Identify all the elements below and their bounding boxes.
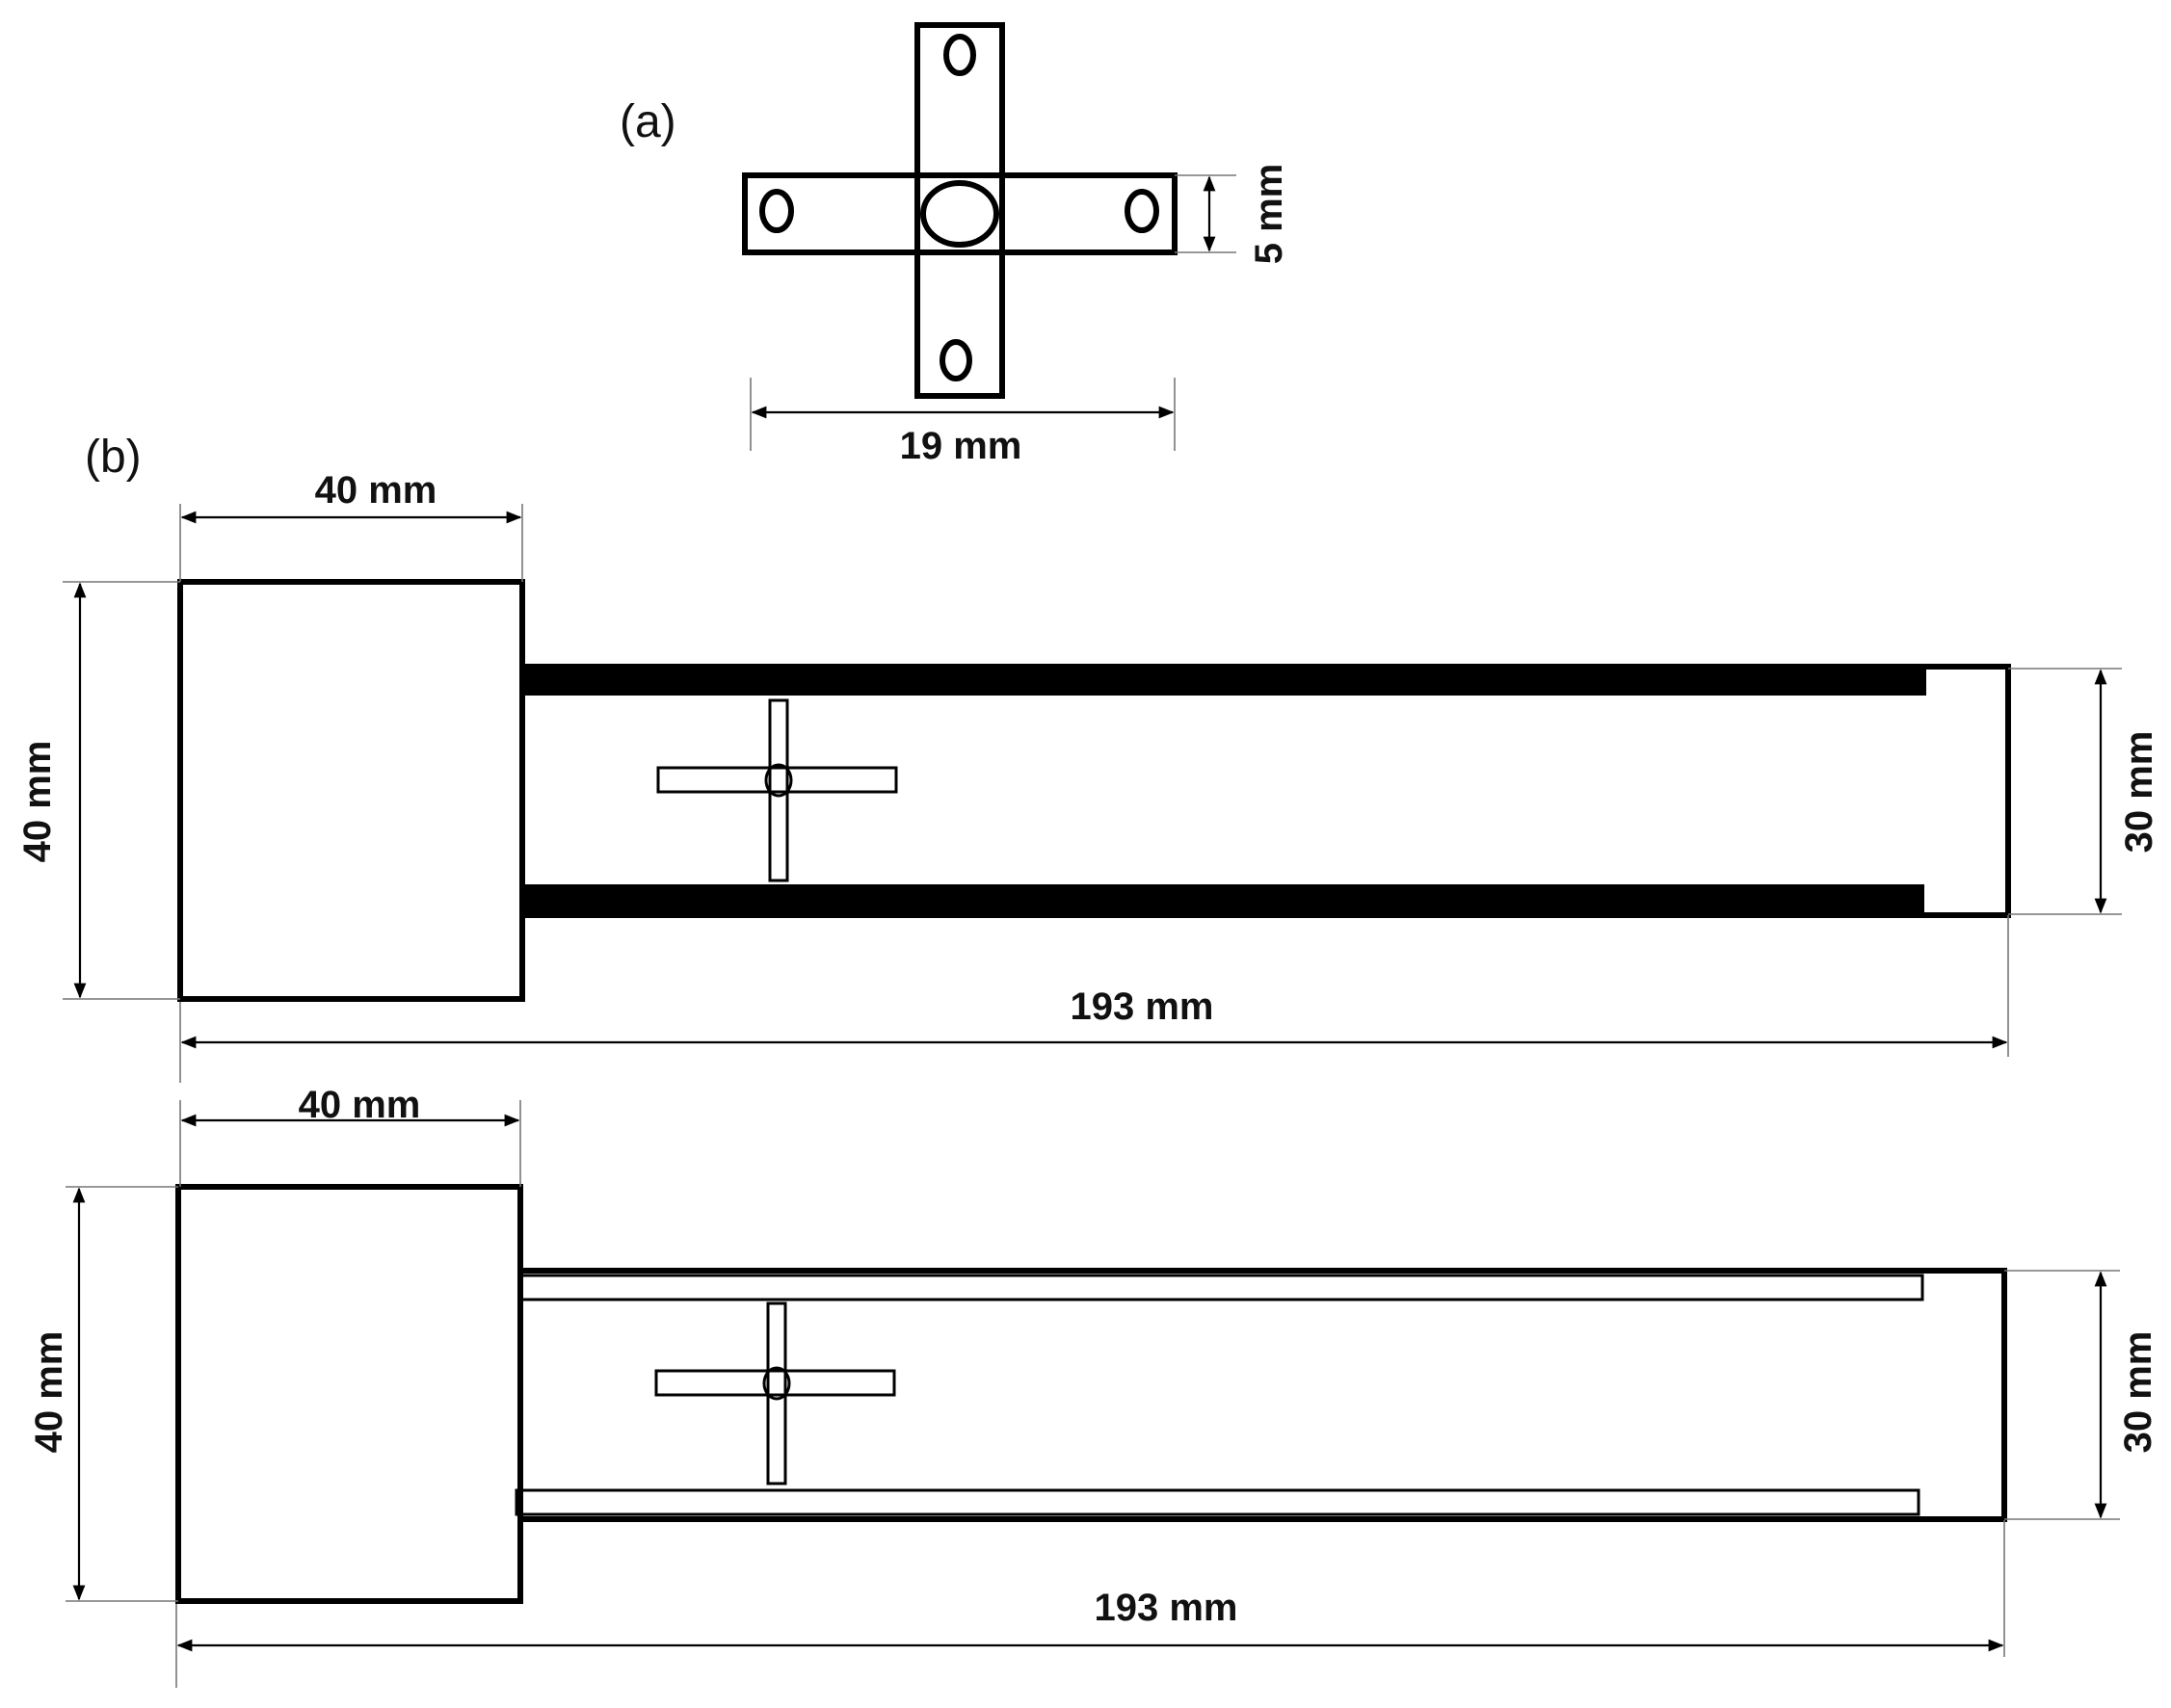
top-channel-height-label: 30 mm bbox=[2118, 731, 2160, 854]
impeller-vertical-arm bbox=[914, 22, 1005, 399]
bottom-head-width-label: 40 mm bbox=[299, 1084, 421, 1126]
top-channel-height-dimension: 30 mm bbox=[2008, 668, 2160, 915]
bottom-head-block bbox=[175, 1184, 523, 1604]
impeller-hole-top bbox=[943, 34, 976, 76]
bottom-head-width-dimension: 40 mm bbox=[179, 1084, 521, 1187]
top-device: 40 mm 40 mm 30 mm 193 mm bbox=[16, 469, 2160, 1083]
impeller-height-dimension: 5 mm bbox=[1175, 164, 1290, 265]
top-impeller-side-view bbox=[656, 698, 898, 882]
bottom-total-length-dimension: 193 mm bbox=[175, 1520, 2005, 1688]
bottom-electrode-upper bbox=[519, 1274, 1924, 1301]
bottom-channel bbox=[517, 1268, 2007, 1522]
bottom-total-length-label: 193 mm bbox=[1095, 1587, 1238, 1629]
impeller-width-dimension: 19 mm bbox=[750, 378, 1176, 467]
top-electrode-upper bbox=[525, 667, 1926, 696]
impeller-hole-left bbox=[759, 189, 794, 233]
top-total-length-dimension: 193 mm bbox=[179, 915, 2009, 1083]
top-total-length-label: 193 mm bbox=[1071, 985, 1214, 1028]
bottom-channel-height-dimension: 30 mm bbox=[2004, 1270, 2159, 1520]
impeller-horizontal-arm bbox=[742, 172, 1178, 255]
impeller-hole-bottom bbox=[940, 339, 972, 381]
bottom-head-height-label: 40 mm bbox=[28, 1331, 70, 1454]
impeller-top-view bbox=[742, 22, 1178, 399]
impeller-hole-right bbox=[1125, 189, 1159, 233]
top-head-height-label: 40 mm bbox=[16, 741, 59, 863]
impeller-hub-hole bbox=[920, 180, 999, 248]
impeller-height-label: 5 mm bbox=[1248, 164, 1290, 265]
panel-b-label: (b) bbox=[85, 432, 142, 483]
panel-a: (a) 5 mm 19 mm bbox=[620, 22, 1290, 467]
bottom-impeller-side-view bbox=[654, 1301, 896, 1485]
top-head-width-label: 40 mm bbox=[315, 469, 437, 512]
bottom-device: 40 mm 40 mm 30 mm 193 mm bbox=[28, 1084, 2159, 1688]
top-head-block bbox=[177, 579, 525, 1002]
top-head-height-dimension: 40 mm bbox=[16, 581, 180, 1000]
bottom-head-height-dimension: 40 mm bbox=[28, 1186, 178, 1602]
bottom-electrode-lower bbox=[515, 1488, 1920, 1516]
panel-a-label: (a) bbox=[620, 96, 676, 147]
bottom-channel-height-label: 30 mm bbox=[2117, 1331, 2159, 1454]
top-electrode-lower bbox=[525, 884, 1924, 912]
top-head-width-dimension: 40 mm bbox=[179, 469, 523, 582]
impeller-width-label: 19 mm bbox=[900, 425, 1022, 467]
